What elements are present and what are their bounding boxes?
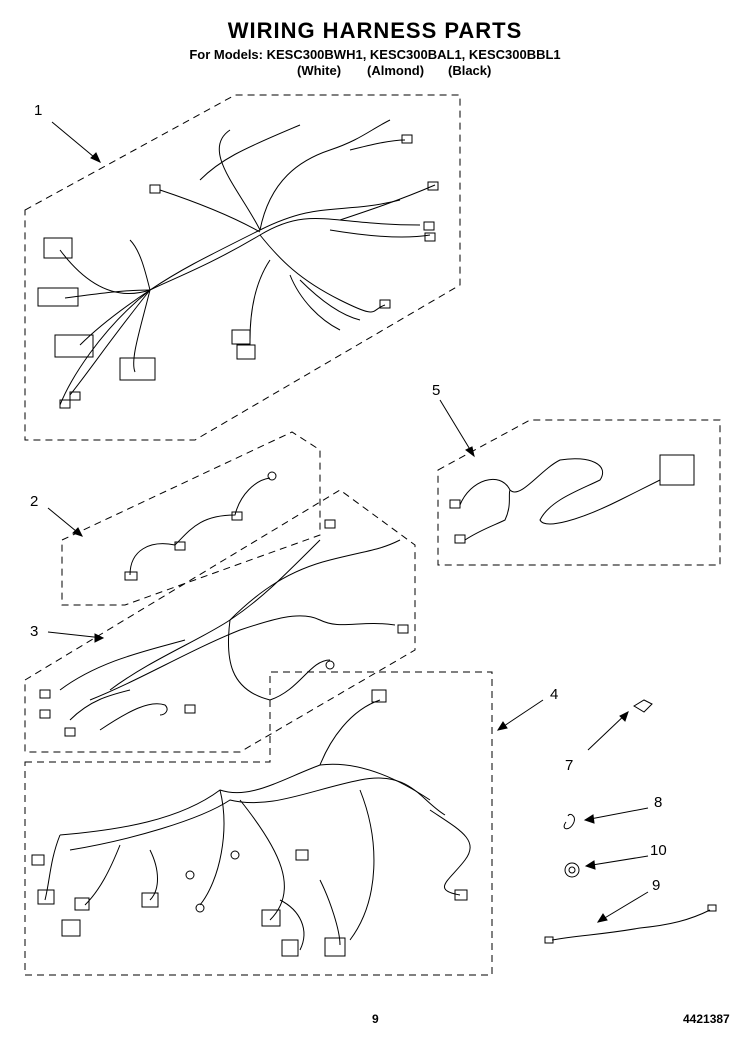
- model-numbers: For Models: KESC300BWH1, KESC300BAL1, KE…: [189, 47, 561, 62]
- part-2-harness: [124, 471, 277, 581]
- color-black: (Black): [448, 63, 492, 78]
- part-4-harness: [31, 689, 471, 957]
- part-3-harness: [39, 519, 409, 737]
- part-4-boundary: [24, 671, 493, 976]
- document-number: 4421387: [683, 1012, 730, 1026]
- part-5-harness: [449, 454, 695, 544]
- part-2-boundary: [61, 431, 321, 606]
- callout-4: 4: [550, 686, 559, 703]
- loose-parts: [544, 699, 717, 944]
- callout-9: 9: [652, 877, 661, 894]
- part-1-boundary: [24, 94, 461, 441]
- callout-1: 1: [34, 102, 43, 119]
- callout-7: 7: [565, 757, 574, 774]
- part-1-harness: [37, 119, 439, 409]
- color-almond: (Almond): [367, 63, 425, 78]
- page-title: WIRING HARNESS PARTS: [227, 18, 523, 43]
- part-3-boundary: [24, 489, 416, 753]
- part-10-bushing: [564, 862, 580, 878]
- page-number: 9: [372, 1012, 379, 1026]
- part-8-hook: [563, 813, 575, 830]
- part-5-boundary: [437, 419, 721, 566]
- part-9-wire: [551, 909, 711, 941]
- leader-lines: [47, 121, 649, 923]
- callout-10: 10: [650, 842, 667, 859]
- color-white: (White): [297, 63, 342, 78]
- callout-3: 3: [30, 623, 39, 640]
- callout-5: 5: [432, 382, 441, 399]
- callout-8: 8: [654, 794, 663, 811]
- callout-2: 2: [30, 493, 39, 510]
- part-7-clip: [633, 699, 653, 713]
